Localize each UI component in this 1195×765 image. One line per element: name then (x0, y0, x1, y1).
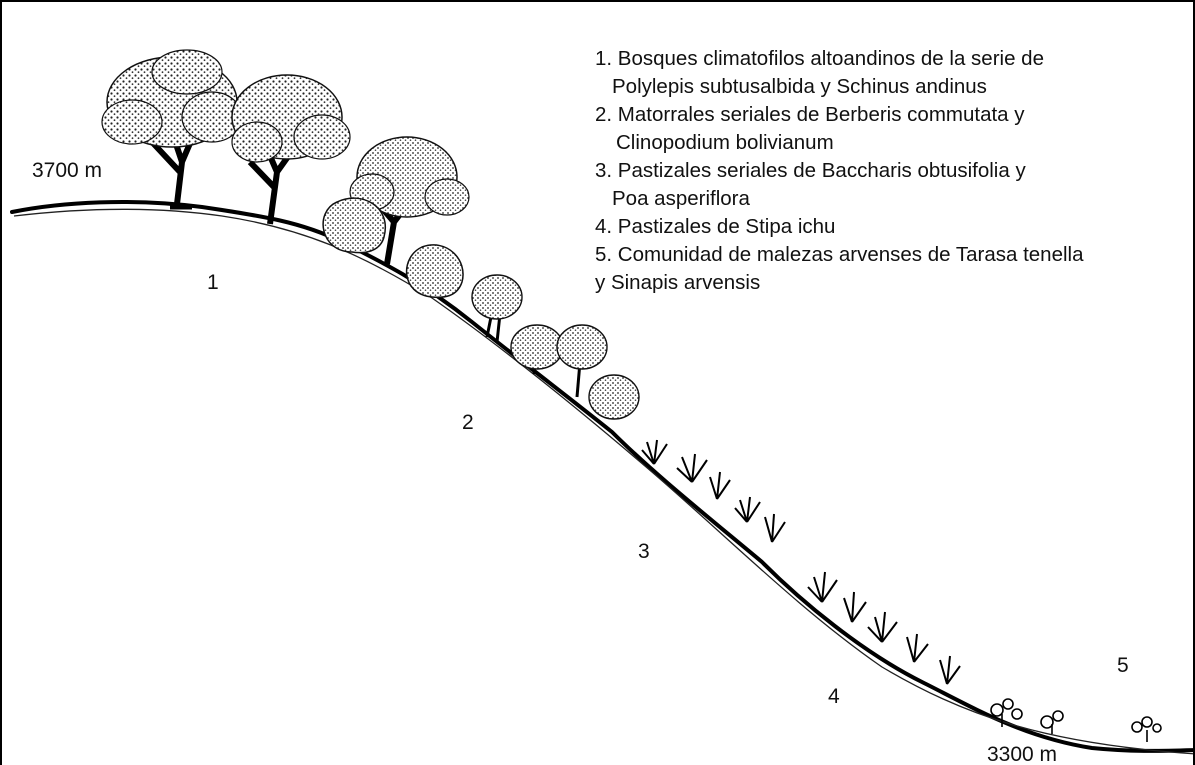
zone-3-4-grasses (642, 440, 960, 684)
zone-label-1: 1 (207, 272, 219, 293)
legend-item-5: 5. Comunidad de malezas arvenses de Tara… (595, 241, 1084, 297)
legend-item-1-line1: 1. Bosques climatofilos altoandinos de l… (595, 47, 1044, 70)
zone-label-4: 4 (828, 686, 840, 707)
zone-label-3: 3 (638, 541, 650, 562)
legend-item-3-line1: 3. Pastizales seriales de Baccharis obtu… (595, 159, 1026, 182)
elevation-bottom-label: 3300 m (987, 744, 1057, 765)
legend-item-1-line2: Polylepis subtusalbida y Schinus andinus (595, 73, 1084, 101)
legend-item-1: 1. Bosques climatofilos altoandinos de l… (595, 45, 1084, 101)
legend-item-5-line1: 5. Comunidad de malezas arvenses de Tara… (595, 243, 1084, 266)
elevation-top-label: 3700 m (32, 160, 102, 181)
legend-item-2-line2: Clinopodium bolivianum (595, 129, 1084, 157)
zone-label-2: 2 (462, 412, 474, 433)
zone-label-5: 5 (1117, 655, 1129, 676)
zone-5-weeds (991, 699, 1161, 742)
legend-item-3: 3. Pastizales seriales de Baccharis obtu… (595, 157, 1084, 213)
zone-1-forest-trees (102, 50, 469, 297)
legend-item-2: 2. Matorrales seriales de Berberis commu… (595, 101, 1084, 157)
legend-item-2-line1: 2. Matorrales seriales de Berberis commu… (595, 103, 1025, 126)
vegetation-legend: 1. Bosques climatofilos altoandinos de l… (595, 45, 1084, 297)
legend-item-3-line2: Poa asperiflora (595, 185, 1084, 213)
legend-item-4: 4. Pastizales de Stipa ichu (595, 213, 1084, 241)
legend-item-4-line1: 4. Pastizales de Stipa ichu (595, 215, 835, 238)
legend-item-5-line2: y Sinapis arvensis (595, 269, 1084, 297)
